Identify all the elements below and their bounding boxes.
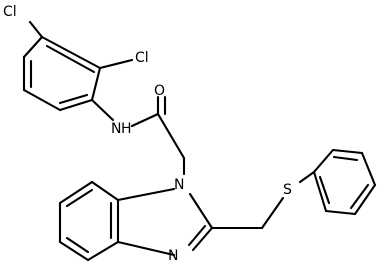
bond-s-phenyl <box>298 170 316 184</box>
bond-aryl-n <box>90 98 115 122</box>
bond <box>58 93 89 105</box>
bond <box>86 240 120 262</box>
bond <box>324 209 357 216</box>
imidazole-ring <box>116 187 214 257</box>
atom-label-nh-h: H <box>121 121 132 137</box>
bond <box>58 98 94 112</box>
bond <box>360 151 377 187</box>
atom-label-oxygen: O <box>154 83 165 99</box>
bond-carbonyl-ch2 <box>156 112 186 160</box>
bond <box>90 66 102 102</box>
bond <box>65 188 94 208</box>
bond <box>40 35 102 70</box>
bond <box>188 192 214 230</box>
bond <box>353 183 377 216</box>
bond <box>45 44 96 74</box>
bond <box>22 35 44 59</box>
bond <box>191 226 214 252</box>
bond <box>22 88 62 112</box>
bond <box>116 240 176 257</box>
bond-ch2-s <box>260 196 285 230</box>
dichlorophenyl-ring <box>22 35 102 112</box>
bond <box>318 175 331 205</box>
bond-c-cl-top <box>28 20 44 39</box>
bond-n-carbonyl <box>130 112 160 128</box>
bond <box>331 148 364 155</box>
atom-label-cl-top: Cl <box>3 4 17 20</box>
bond <box>187 224 207 247</box>
bond <box>312 170 328 213</box>
atom-label-sulfur: S <box>283 182 292 198</box>
atom-label-cl-mid: Cl <box>135 50 149 66</box>
atom-label-n3: N <box>168 248 178 264</box>
bond <box>58 240 90 262</box>
atom-label-nh-n: N <box>111 121 121 137</box>
bond <box>116 187 176 202</box>
phenyl-ring <box>312 148 377 216</box>
bond-c-cl-mid <box>98 58 134 70</box>
bond <box>312 148 335 174</box>
atom-label-n1: N <box>174 177 184 193</box>
benzo-ring <box>58 180 120 262</box>
bond <box>58 180 94 205</box>
bond <box>65 236 90 254</box>
bond <box>349 183 370 210</box>
bond <box>90 180 120 202</box>
bond <box>332 155 359 162</box>
